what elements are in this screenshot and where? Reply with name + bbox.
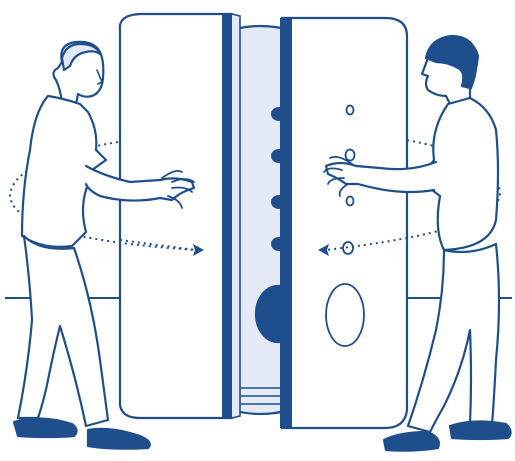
left-insulation-shell bbox=[118, 12, 241, 420]
right-worker bbox=[323, 34, 512, 452]
right-insulation-shell bbox=[280, 16, 409, 430]
left-worker bbox=[12, 40, 196, 450]
arrowhead-left-icon bbox=[318, 244, 329, 256]
shell-cutouts bbox=[325, 104, 365, 347]
arrowhead-right-icon bbox=[193, 244, 204, 256]
